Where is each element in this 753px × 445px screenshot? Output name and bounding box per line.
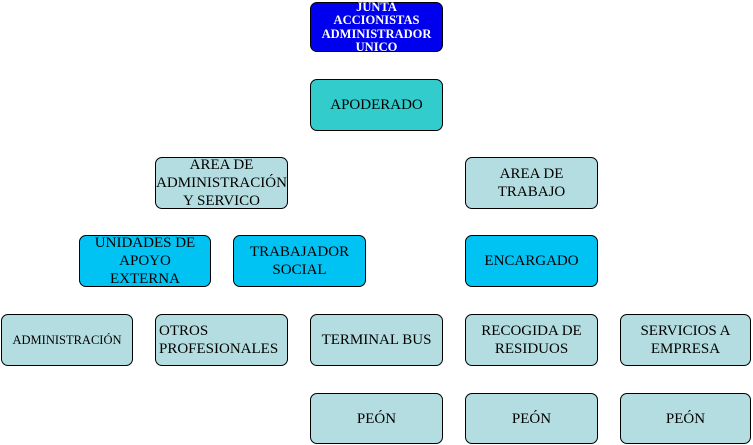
node-area-trabajo: AREA DE TRABAJO (465, 157, 598, 209)
node-servicios-empresa: SERVICIOS A EMPRESA (620, 314, 751, 366)
node-junta-accionistas: JUNTA ACCIONISTAS ADMINISTRADOR UNICO (310, 0, 443, 54)
node-apoderado: APODERADO (310, 79, 443, 131)
node-recogida-residuos: RECOGIDA DE RESIDUOS (465, 314, 598, 366)
node-unidades-apoyo: UNIDADES DE APOYO EXTERNA (79, 235, 211, 287)
node-peon-recogida: PEÓN (465, 393, 598, 444)
node-peon-terminal: PEÓN (310, 393, 443, 444)
node-peon-servicios: PEÓN (620, 393, 751, 444)
node-encargado: ENCARGADO (465, 235, 598, 287)
node-trabajador-social: TRABAJADOR SOCIAL (233, 235, 366, 287)
node-administracion: ADMINISTRACIÓN (1, 314, 133, 366)
node-terminal-bus: TERMINAL BUS (310, 314, 443, 366)
node-area-administracion: AREA DE ADMINISTRACIÓN Y SERVICO (155, 157, 288, 209)
node-otros-profesionales: OTROS PROFESIONALES (155, 314, 288, 366)
